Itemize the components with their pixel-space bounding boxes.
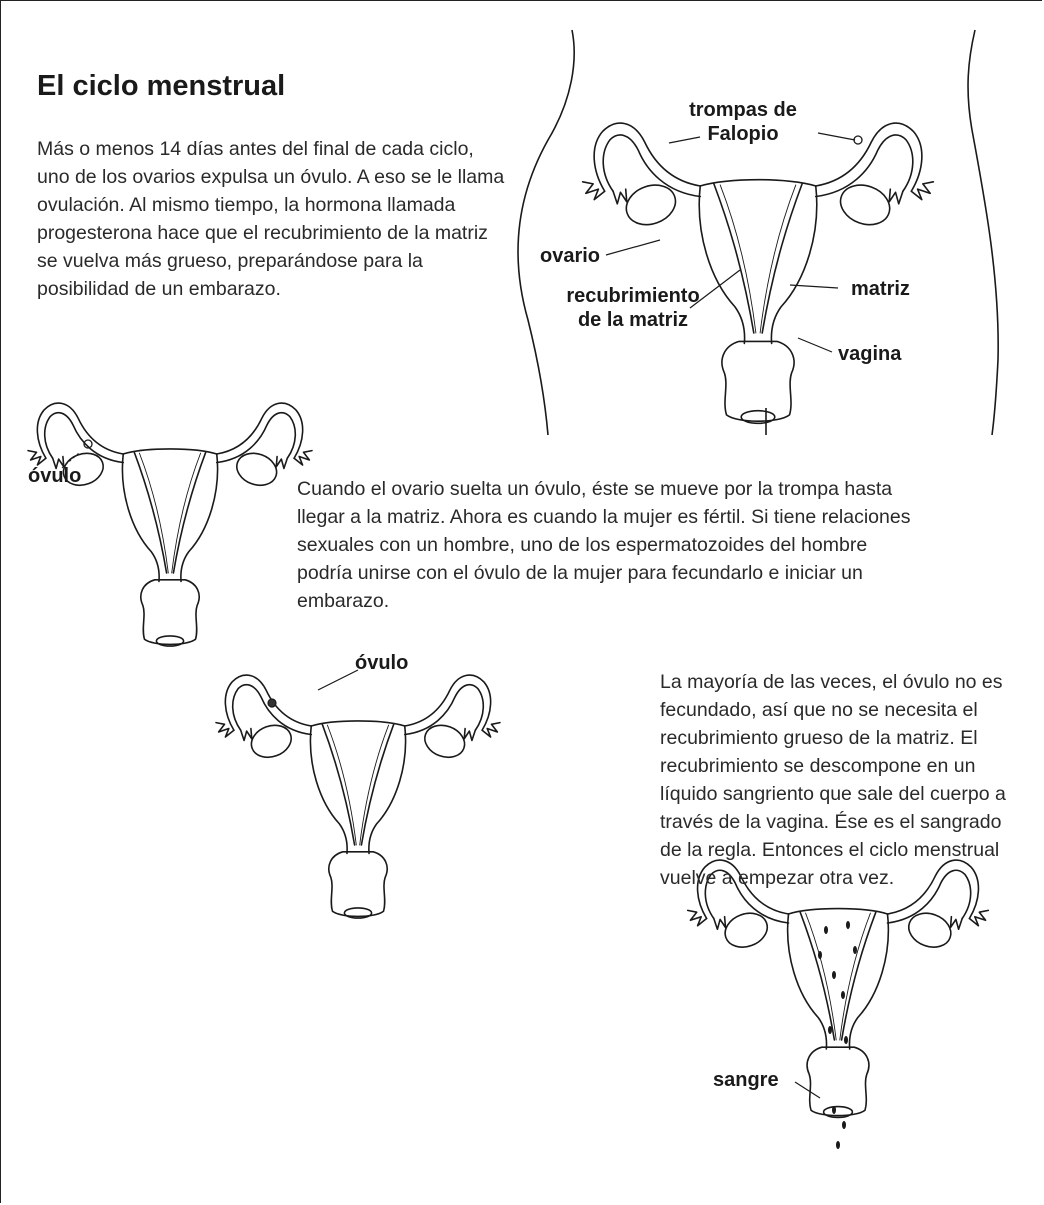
label-egg-released: óvulo [28, 464, 81, 488]
label-fallopian-line1: trompas de [668, 98, 818, 122]
intro-paragraph: Más o menos 14 días antes del final de c… [37, 135, 507, 303]
uterus-diagram-ovulation [28, 403, 312, 646]
label-ovary: ovario [540, 244, 600, 268]
label-egg-in-tube: óvulo [355, 651, 408, 675]
label-blood: sangre [713, 1068, 779, 1092]
menstruation-paragraph: La mayoría de las veces, el óvulo no es … [660, 668, 1010, 892]
uterus-diagram-menstruation [688, 860, 989, 1149]
label-lining-line2: de la matriz [548, 308, 718, 332]
label-fallopian-line2: Falopio [668, 122, 818, 146]
page-title: El ciclo menstrual [37, 70, 285, 103]
label-lining-line1: recubrimiento [548, 284, 718, 308]
uterus-diagram-egg-in-tube [216, 670, 500, 918]
label-vagina: vagina [838, 342, 901, 366]
label-uterine-lining: recubrimiento de la matriz [548, 284, 718, 332]
ovulation-paragraph: Cuando el ovario suelta un óvulo, éste s… [297, 475, 917, 615]
uterus-diagram-main [583, 123, 934, 423]
body-outline [518, 30, 998, 435]
label-fallopian-tubes: trompas de Falopio [668, 98, 818, 146]
label-uterus: matriz [851, 277, 910, 301]
